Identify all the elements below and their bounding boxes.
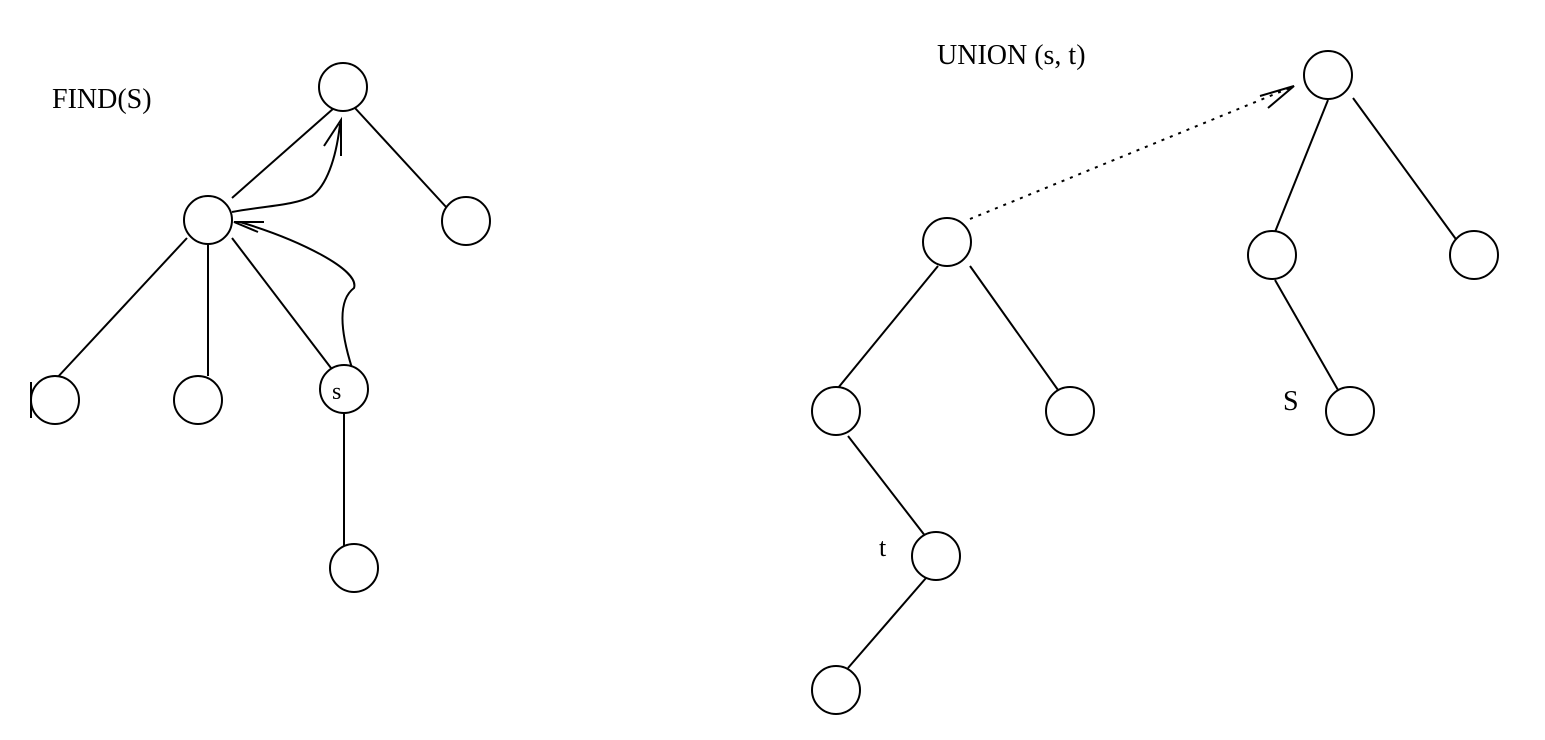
find-title: FIND(S) — [52, 84, 152, 115]
union-right-tree-edges — [1274, 97, 1459, 391]
find-leaf-2 — [173, 375, 223, 425]
find-node-a — [183, 195, 233, 245]
edge-lroot-to-l1 — [837, 265, 939, 389]
union-right-node-1 — [1247, 230, 1297, 280]
union-right-node-2 — [1449, 230, 1499, 280]
union-title: UNION (s, t) — [937, 40, 1086, 71]
edge-t-to-leaf — [847, 577, 927, 669]
find-node-right — [441, 196, 491, 246]
edge-r1-to-S — [1274, 279, 1339, 391]
union-tree-nodes — [811, 50, 1499, 715]
union-arrowhead — [1259, 85, 1295, 109]
union-node-t — [911, 531, 961, 581]
union-node-S — [1325, 386, 1375, 436]
arrowhead-a — [233, 221, 264, 233]
union-left-leaf — [811, 665, 861, 715]
edge-a-to-s — [231, 237, 332, 369]
find-leaf-1 — [30, 375, 80, 425]
union-panel: UNION (s, t) — [811, 40, 1499, 715]
find-root-node — [318, 62, 368, 112]
edge-root-to-right — [354, 107, 448, 209]
curve-a-to-root — [231, 123, 341, 213]
union-label-S: S — [1283, 386, 1299, 417]
find-node-s — [319, 364, 369, 414]
edge-a-to-leaf1 — [54, 237, 188, 381]
union-link — [969, 85, 1295, 220]
find-tree-nodes — [0, 62, 491, 593]
union-left-node-1 — [811, 386, 861, 436]
union-right-root — [1303, 50, 1353, 100]
union-left-root — [922, 217, 972, 267]
find-panel: FIND(S) — [0, 62, 491, 593]
find-node-s-label: s — [332, 379, 341, 405]
find-tree-edges — [54, 107, 448, 546]
find-path-compression-arrows — [231, 116, 356, 369]
union-label-t: t — [879, 533, 887, 562]
union-left-tree-edges — [837, 265, 1059, 669]
edge-lroot-to-l2 — [969, 265, 1059, 391]
dotted-union-arrow — [969, 86, 1293, 220]
find-leaf-1-clip — [0, 370, 31, 430]
edge-rroot-to-r1 — [1274, 99, 1329, 233]
edge-rroot-to-r2 — [1352, 97, 1459, 243]
find-node-s-child — [329, 543, 379, 593]
edge-root-to-a — [231, 107, 335, 199]
arrowhead-root — [323, 116, 342, 156]
union-left-node-2 — [1045, 386, 1095, 436]
edge-l1-to-t — [847, 435, 927, 538]
curve-s-to-a — [239, 221, 356, 369]
